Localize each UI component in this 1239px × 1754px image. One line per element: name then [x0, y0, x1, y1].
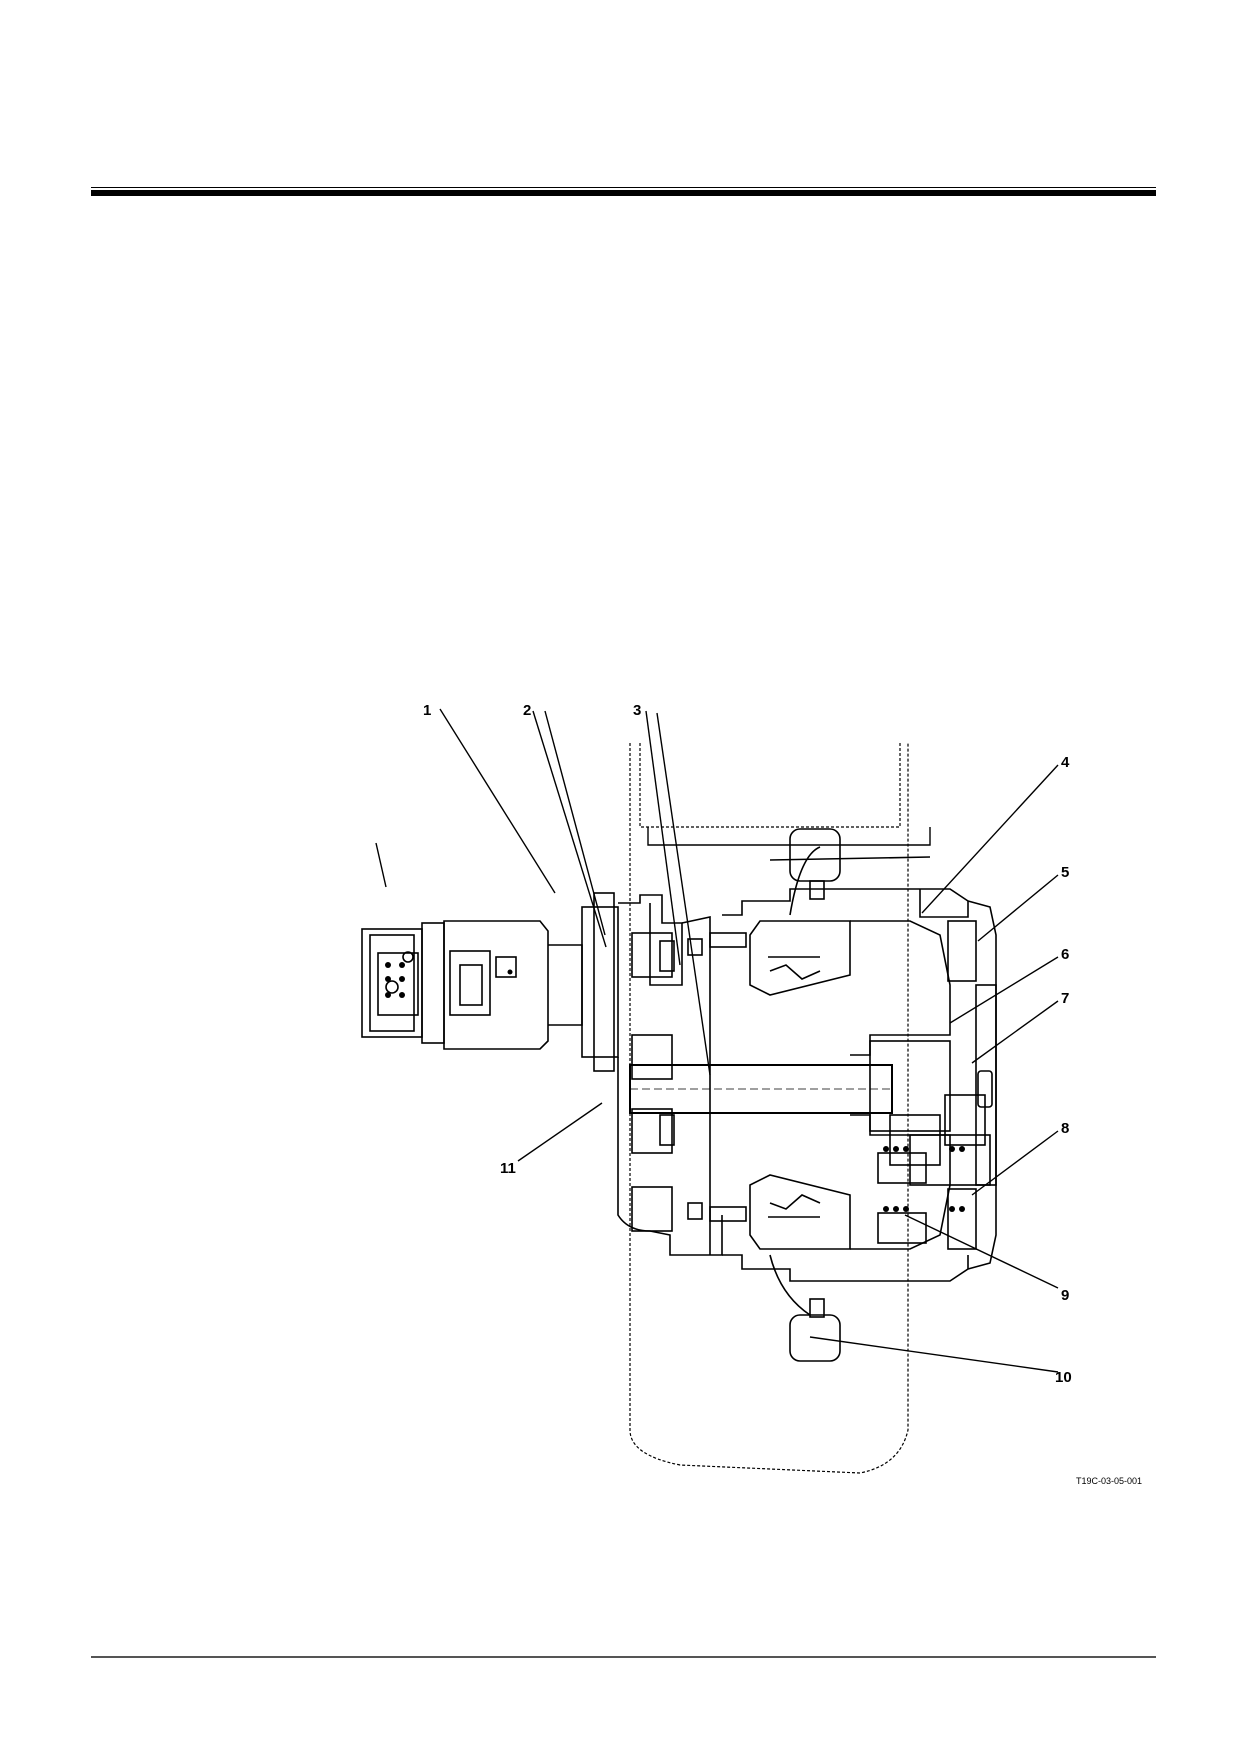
planetary-and-cover: [850, 900, 997, 1270]
leader-line-3: [645, 710, 681, 966]
leader-line-6: [949, 956, 1059, 1024]
figure-code: T19C-03-05-001: [1076, 1476, 1142, 1486]
hub-and-bearings: [722, 828, 969, 1362]
header-rule-thick: [91, 190, 1156, 196]
main-shaft: [629, 1064, 893, 1114]
leader-line-9: [904, 1214, 1059, 1289]
leader-line-7: [971, 1000, 1059, 1064]
callout-1: 1: [423, 702, 431, 719]
travel-motor: [361, 892, 619, 1072]
leader-line-1: [439, 708, 556, 894]
callout-3: 3: [633, 702, 641, 719]
track-frame-outline: [629, 743, 909, 1474]
leader-line-8: [971, 1130, 1059, 1196]
leader-lines: [375, 708, 1059, 1373]
leader-line-5: [977, 874, 1059, 942]
drawing-linework: [361, 743, 997, 1474]
leader-line-1b: [532, 710, 607, 948]
motor-leader-line: [375, 842, 387, 888]
leader-line-10: [809, 1336, 1059, 1373]
motor-port-dots: [385, 962, 513, 998]
callout-7: 7: [1061, 990, 1069, 1007]
leader-line-11: [517, 1102, 603, 1162]
travel-device-cross-section-figure: 1 2 3 4 5 6 7 8 9 10 11 T19C-03-05-001: [350, 695, 1160, 1495]
header-rule-thin: [91, 187, 1156, 188]
callout-10: 10: [1055, 1369, 1072, 1386]
bearing-rollers: [883, 1146, 965, 1212]
footer-rule: [91, 1656, 1156, 1658]
leader-line-3b: [656, 712, 711, 1076]
cross-section-drawing: 1 2 3 4 5 6 7 8 9 10 11 T19C-03-05-001: [361, 702, 1142, 1486]
callout-11: 11: [500, 1160, 516, 1177]
callout-2: 2: [523, 702, 531, 719]
leader-line-2: [544, 710, 606, 936]
callout-6: 6: [1061, 946, 1069, 963]
callout-9: 9: [1061, 1287, 1069, 1304]
callout-8: 8: [1061, 1120, 1069, 1137]
callout-5: 5: [1061, 864, 1069, 881]
callout-4: 4: [1061, 754, 1070, 771]
leader-line-4: [921, 764, 1059, 914]
reduction-housing: [617, 894, 747, 1256]
header-rule: [91, 187, 1156, 196]
